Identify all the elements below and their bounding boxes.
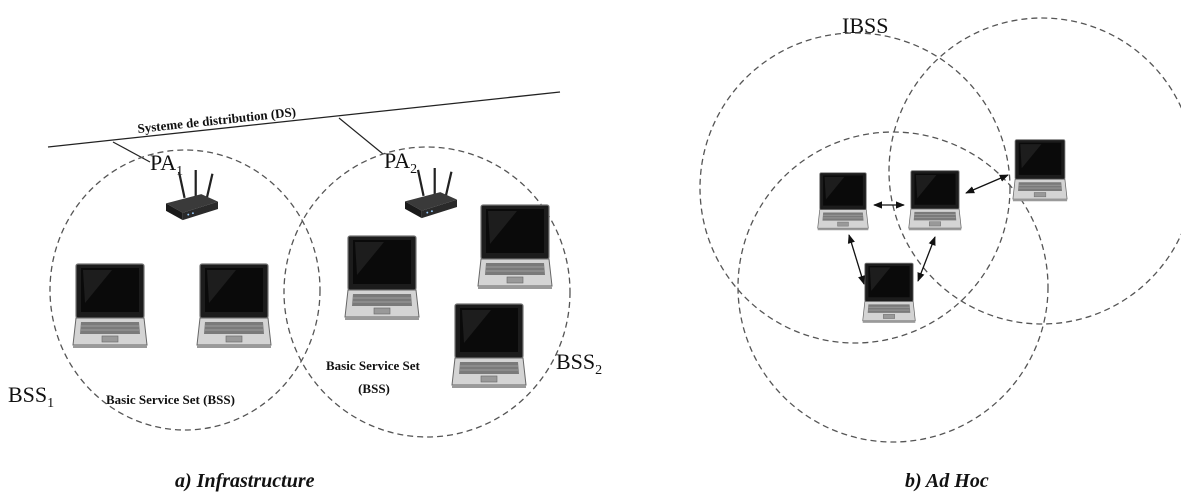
adhoc-laptop-1-icon bbox=[817, 172, 869, 231]
adhoc-caption: b) Ad Hoc bbox=[905, 470, 989, 492]
infrastructure-panel: Systeme de distribution (DS) PA1 PA2 Bas… bbox=[8, 91, 602, 438]
ibss-label: IBSS bbox=[842, 13, 888, 38]
bss1-laptop-1-icon bbox=[72, 263, 148, 349]
bss1-name-label: Basic Service Set (BSS) bbox=[106, 392, 235, 407]
bss2-name-label-line2: (BSS) bbox=[358, 381, 390, 396]
bss2-coverage-circle bbox=[283, 146, 571, 438]
distribution-system-line bbox=[47, 91, 561, 148]
range-circle-top-left bbox=[699, 32, 1011, 344]
range-circle-top-right bbox=[888, 17, 1181, 325]
distribution-system-label: Systeme de distribution (DS) bbox=[137, 104, 297, 136]
link-1-4-arrow bbox=[847, 234, 866, 285]
bss1-coverage-circle bbox=[49, 149, 321, 431]
bss1-label: BSS1 bbox=[8, 382, 54, 411]
bss1-laptop-2-icon bbox=[196, 263, 272, 349]
bss2-label: BSS2 bbox=[556, 349, 602, 378]
link-2-4-arrow bbox=[917, 236, 936, 282]
bss2-laptop-2-icon bbox=[477, 204, 553, 290]
range-circle-bottom bbox=[737, 131, 1049, 443]
adhoc-laptop-2-icon bbox=[908, 170, 962, 231]
adhoc-laptop-4-icon bbox=[862, 262, 916, 324]
infrastructure-caption: a) Infrastructure bbox=[175, 470, 315, 492]
bss2-laptop-1-icon bbox=[344, 235, 420, 321]
ap2-uplink bbox=[338, 117, 384, 155]
bss2-laptop-3-icon bbox=[451, 303, 527, 389]
bss2-name-label-line1: Basic Service Set bbox=[326, 358, 421, 373]
adhoc-panel: IBSS bbox=[699, 13, 1181, 443]
adhoc-laptop-3-icon bbox=[1012, 139, 1068, 202]
ap1-uplink bbox=[112, 141, 151, 163]
ap1-label: PA1 bbox=[150, 150, 183, 179]
ap2-label: PA2 bbox=[384, 148, 417, 177]
access-point-1-icon bbox=[164, 170, 220, 222]
link-2-3-arrow bbox=[965, 174, 1009, 194]
